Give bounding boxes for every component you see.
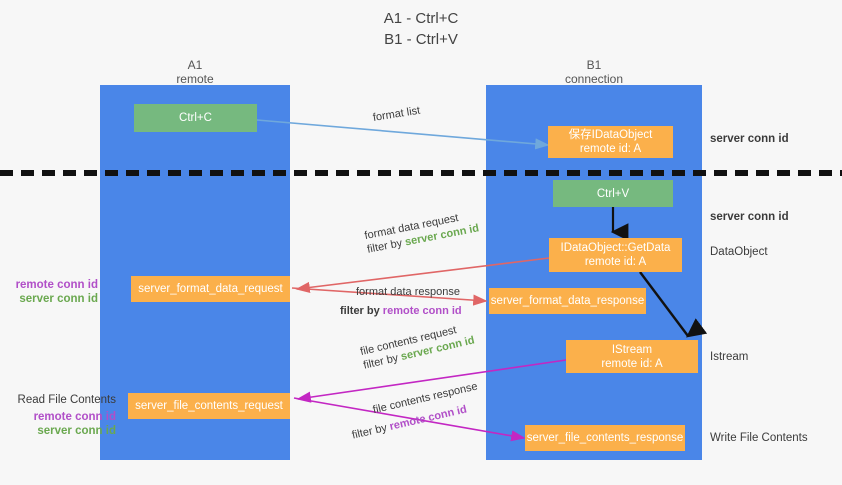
node-server-format-data-response[interactable]: server_format_data_response [489,288,646,314]
edge-format-data-request [295,257,550,293]
node-save-idataobject-line2: remote id: A [579,143,642,155]
lane-header-b1-sub: connection [564,72,624,86]
node-istream[interactable]: IStream remote id: A [566,340,698,373]
node-server-format-data-request-label: server_format_data_request [138,283,283,295]
node-ctrl-c-label: Ctrl+C [179,112,212,124]
node-server-file-contents-response-label: server_file_contents_response [526,432,684,444]
edge-getdata-istream [639,271,708,338]
page-title-line1: A1 - Ctrl+C [383,10,459,27]
edge-file-contents-response [293,397,526,442]
node-server-file-contents-response[interactable]: server_file_contents_response [525,425,685,451]
edge-label-format-data-response: format data response filter by remote co… [340,285,462,318]
left-label-read-file-contents: Read File Contents [17,394,116,406]
left-label-server-conn-id-1: server conn id [19,293,98,305]
node-getdata-line2: remote id: A [584,256,647,268]
edge-format-data-response [291,287,488,306]
node-server-format-data-request[interactable]: server_format_data_request [131,276,290,302]
edge-file-contents-request [296,359,567,403]
filter-keyword: remote conn id [382,305,462,317]
lane-header-a1-name: A1 [187,58,203,72]
node-save-idataobject-line1: 保存IDataObject [568,129,653,141]
left-label-remote-conn-id-2: remote conn id [33,411,116,423]
node-server-format-data-response-label: server_format_data_response [490,295,645,307]
filter-prefix: filter by [340,305,383,317]
node-server-file-contents-request-label: server_file_contents_request [135,400,283,412]
right-label-write-file-contents: Write File Contents [710,432,808,444]
node-istream-line2: remote id: A [601,357,663,370]
left-label-group-file-contents: Read File Contents remote conn id server… [0,393,116,438]
node-getdata-line1: IDataObject::GetData [560,242,671,254]
lane-header-a1: A1 remote [100,58,290,86]
node-ctrl-c[interactable]: Ctrl+C [134,104,257,132]
edge-label-format-data-response-top: format data response [356,286,460,298]
node-ctrl-v[interactable]: Ctrl+V [553,180,673,207]
node-getdata[interactable]: IDataObject::GetData remote id: A [549,238,682,272]
node-server-file-contents-request[interactable]: server_file_contents_request [128,393,290,419]
page-title-line2: B1 - Ctrl+V [384,31,458,48]
edge-label-format-data-response-filter: filter by remote conn id [340,304,462,318]
left-label-group-format: remote conn id server conn id [0,278,98,306]
lane-header-a1-sub: remote [176,72,214,86]
left-label-server-conn-id-2: server conn id [37,425,116,437]
node-istream-line1: IStream [611,343,653,356]
right-label-dataobject: DataObject [710,246,768,258]
lane-header-b1: B1 connection [486,58,702,86]
right-label-istream: Istream [710,351,749,363]
right-label-server-conn-id-2: server conn id [710,211,789,223]
node-save-idataobject[interactable]: 保存IDataObject remote id: A [548,126,673,158]
right-label-server-conn-id-1: server conn id [710,133,789,145]
page-title: A1 - Ctrl+C B1 - Ctrl+V [0,8,842,50]
edge-format-list [256,119,550,150]
node-ctrl-v-label: Ctrl+V [596,187,630,200]
lane-header-b1-name: B1 [586,58,602,72]
left-label-remote-conn-id-1: remote conn id [15,279,98,291]
phase-separator [0,170,842,176]
